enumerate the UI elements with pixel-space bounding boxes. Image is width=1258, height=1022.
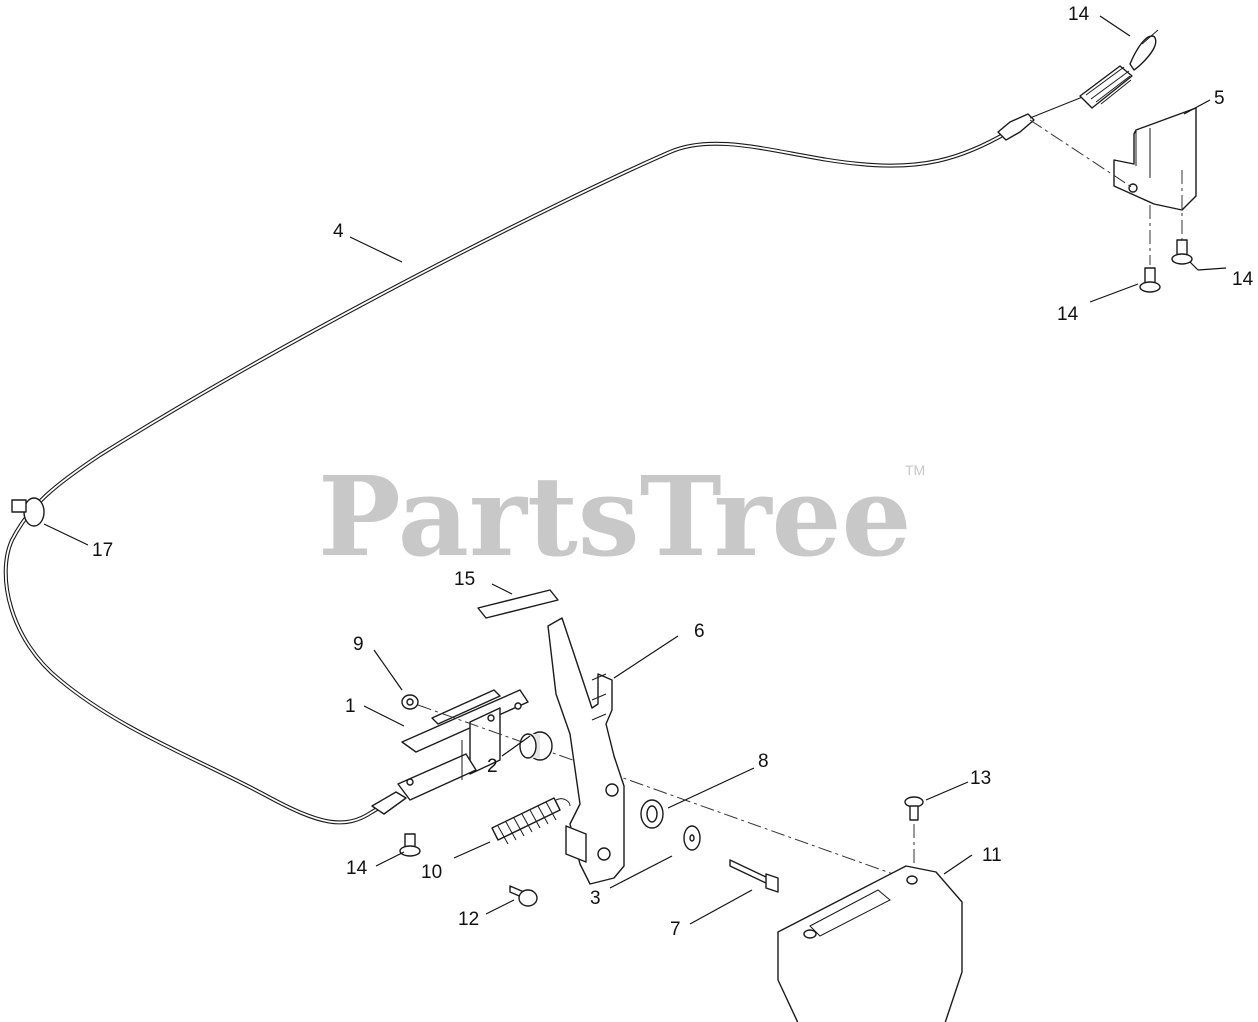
leader-lines [43, 15, 1227, 925]
screw-12 [509, 885, 538, 907]
callout-8: 8 [758, 751, 769, 772]
callout-12: 12 [458, 909, 479, 930]
bushing-2 [519, 731, 553, 761]
callout-7: 7 [670, 919, 681, 940]
callout-5: 5 [1214, 88, 1225, 109]
callout-17: 17 [92, 540, 113, 561]
spring-10 [491, 797, 571, 845]
callout-3: 3 [590, 888, 601, 909]
callout-labels: 14 5 4 14 14 17 15 6 9 1 2 8 13 11 14 10… [92, 4, 1254, 940]
screw-14-lower [399, 833, 421, 857]
cable-spring-top [1079, 65, 1133, 109]
callout-16: 14 [1068, 4, 1090, 25]
bracket-1 [397, 689, 529, 801]
callout-6: 6 [694, 621, 705, 642]
wave-washer-8 [640, 799, 664, 829]
decal-15 [477, 589, 559, 619]
partstree-watermark: PartsTree TM [318, 452, 925, 581]
callout-14-bottom: 14 [346, 858, 368, 879]
flat-washer [683, 825, 701, 851]
cable-clamp-17 [11, 497, 45, 527]
screw-14-top-right [1171, 239, 1193, 265]
cover-11 [777, 865, 963, 1022]
callout-9: 9 [353, 634, 364, 655]
screw-13 [904, 796, 924, 872]
lever-6 [547, 617, 625, 885]
bolt-7 [729, 859, 779, 893]
callout-14-right: 14 [1232, 269, 1254, 290]
nut-9 [401, 694, 911, 881]
svg-text:TM: TM [905, 462, 925, 478]
callout-14-left: 14 [1057, 304, 1079, 325]
control-cable [3, 29, 1159, 825]
callout-2: 2 [487, 756, 498, 777]
callout-4: 4 [333, 221, 344, 242]
callout-13: 13 [970, 768, 991, 789]
screw-14-top-left [1139, 267, 1161, 293]
callout-10: 10 [421, 862, 442, 883]
callout-15: 15 [454, 569, 475, 590]
callout-1: 1 [345, 696, 356, 717]
callout-11: 11 [982, 845, 1002, 866]
svg-text:PartsTree: PartsTree [318, 452, 912, 581]
bracket-5 [1029, 107, 1197, 265]
